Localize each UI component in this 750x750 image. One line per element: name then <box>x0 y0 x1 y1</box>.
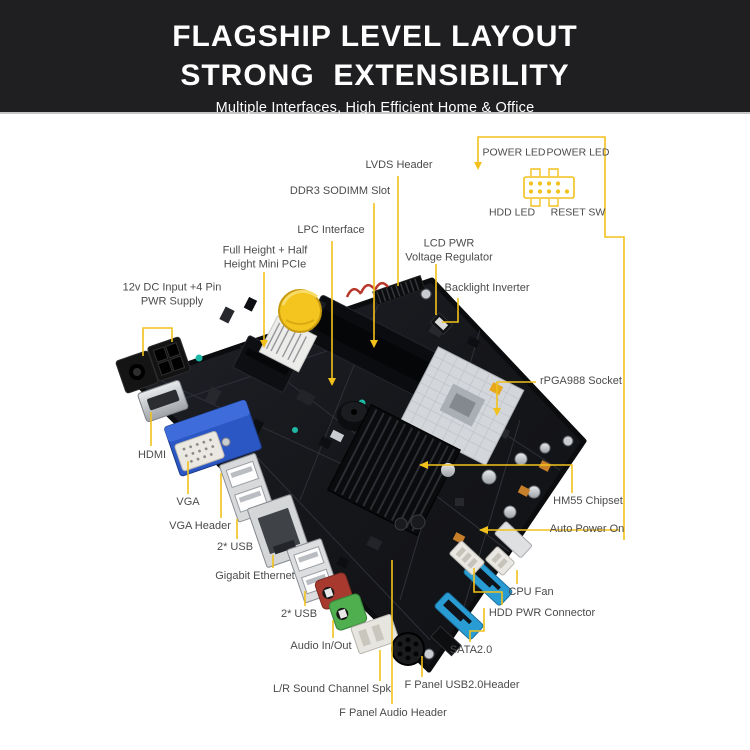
callout-mini-pcie: Full Height + Half Height Mini PCIe <box>222 244 308 270</box>
cmos-battery <box>278 289 322 333</box>
speaker-connector <box>350 613 400 655</box>
audio-jack-green <box>328 593 368 631</box>
callout-lcd-pwr-voltage-regulator: LCD PWR Voltage Regulator <box>405 237 493 263</box>
front-panel-header-diagram <box>523 168 575 207</box>
lvds-pin-header <box>372 274 426 306</box>
callout-cpu-fan: CPU Fan <box>508 586 554 599</box>
round-speaker <box>391 632 425 666</box>
callout-arrowheads <box>260 162 501 534</box>
mounting-hole <box>562 435 574 447</box>
callout-rpga988-socket: rPGA988 Socket <box>540 375 622 388</box>
callout-usb-left: 2* USB <box>216 541 254 554</box>
banner-title-line2: STRONG EXTENSIBILITY <box>180 59 570 92</box>
label-reset-sw: RESET SW <box>550 206 606 219</box>
dc-input-jack <box>115 350 159 394</box>
vga-port <box>164 399 262 477</box>
label-power-led-right: POWER LED <box>546 146 610 159</box>
callout-dc-input: 12v DC Input +4 Pin PWR Supply <box>122 281 222 307</box>
auto-power-connector <box>494 521 532 558</box>
callout-hdd-pwr-connector: HDD PWR Connector <box>488 607 596 620</box>
callout-hdmi: HDMI <box>137 449 167 462</box>
header-banner: FLAGSHIP LEVEL LAYOUT STRONG EXTENSIBILI… <box>0 0 750 116</box>
backlight-connector <box>429 312 454 336</box>
callout-lr-sound-channel-spk: L/R Sound Channel Spk <box>272 683 392 696</box>
callout-gigabit-ethernet: Gigabit Ethernet <box>215 570 295 583</box>
mounting-hole <box>423 648 435 660</box>
callout-f-panel-audio-header: F Panel Audio Header <box>339 707 447 720</box>
callout-usb-bottom: 2* USB <box>280 608 318 621</box>
label-power-led-left: POWER LED <box>482 146 546 159</box>
banner-title-line1: FLAGSHIP LEVEL LAYOUT <box>172 20 578 53</box>
callout-sata: SATA2.0 <box>449 644 493 657</box>
banner-subtitle: Multiple Interfaces, High Efficient Home… <box>215 100 535 116</box>
hm55-heatsink <box>326 403 462 537</box>
callout-f-panel-usb-header: F Panel USB2.0Header <box>404 679 520 692</box>
hdd-pwr-connector <box>449 540 485 576</box>
atx-4pin-connector <box>147 336 191 382</box>
callout-lvds-header: LVDS Header <box>365 159 433 172</box>
mounting-hole <box>420 288 432 300</box>
sata-port-1 <box>434 592 484 640</box>
callout-auto-power-on: Auto Power On <box>549 523 625 536</box>
callout-lines <box>142 136 625 704</box>
callout-audio-in-out: Audio In/Out <box>290 640 352 653</box>
callout-vga-header: VGA Header <box>169 520 231 533</box>
callout-hm55-chipset: HM55 Chipset <box>553 495 623 508</box>
label-hdd-led: HDD LED <box>488 206 536 219</box>
callout-vga: VGA <box>176 496 200 509</box>
callout-backlight-inverter: Backlight Inverter <box>444 282 530 295</box>
callout-ddr3-sodimm-slot: DDR3 SODIMM Slot <box>289 185 391 198</box>
cpu-fan-connector <box>485 546 515 576</box>
hdmi-port <box>137 379 189 423</box>
callout-lpc-interface: LPC Interface <box>297 224 365 237</box>
f-panel-usb-header <box>430 625 462 657</box>
